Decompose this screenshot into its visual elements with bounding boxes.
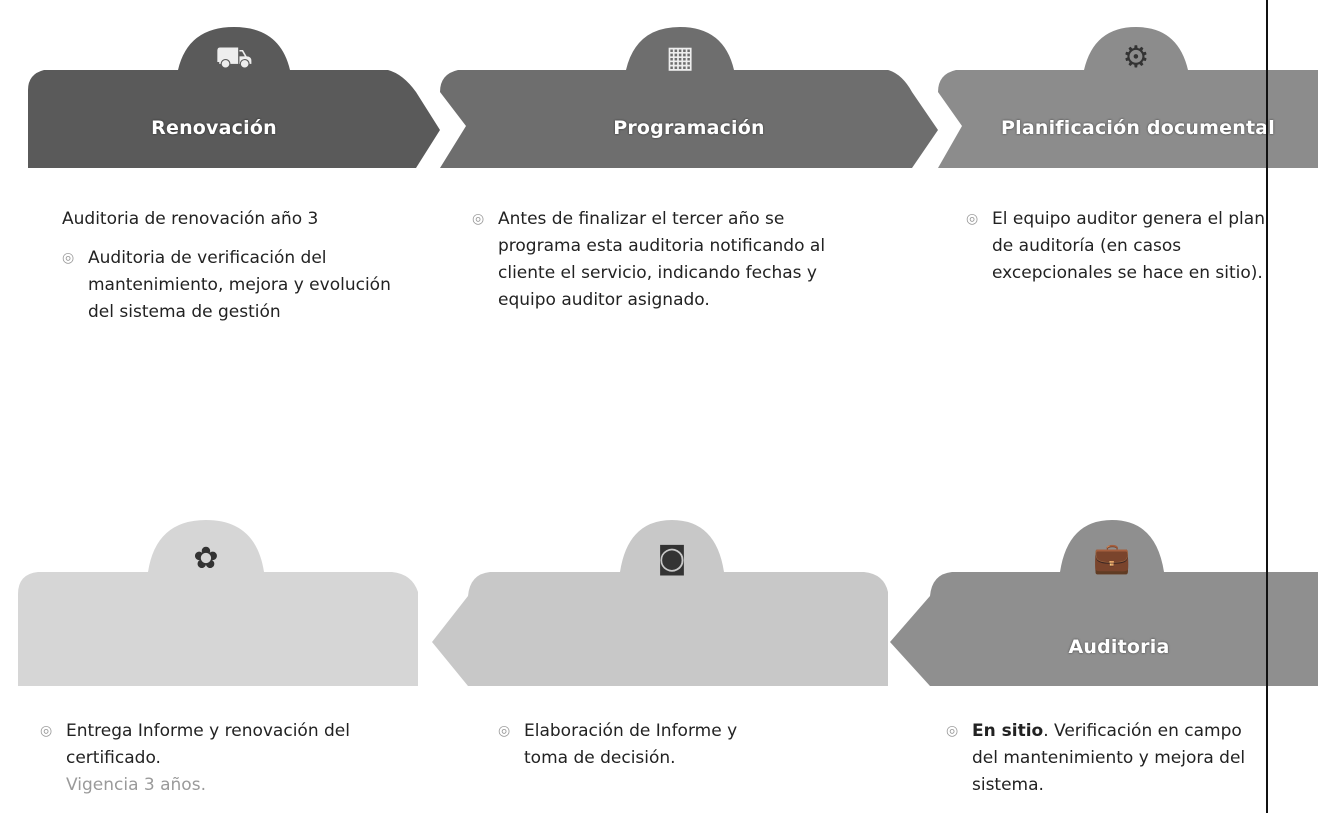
banner-shape — [432, 520, 888, 686]
list-item: ◎ Antes de finalizar el tercer año se pr… — [472, 206, 852, 314]
bullet-text: Antes de finalizar el tercer año se prog… — [498, 209, 826, 310]
bullet-icon: ◎ — [62, 250, 75, 266]
step-text-renovacion: Auditoria de renovación año 3 ◎ Auditori… — [62, 206, 402, 326]
step-text-planificacion: ◎ El equipo auditor genera el plan de au… — [966, 206, 1290, 287]
bullet-icon: ◎ — [40, 723, 53, 739]
banner-title: Programación — [613, 117, 765, 139]
banner-entrega: ✿ — [0, 508, 418, 686]
step-text-elaboracion: ◎ Elaboración de Informe y toma de decis… — [498, 718, 778, 772]
bullet-text: El equipo auditor genera el plan de audi… — [992, 209, 1265, 283]
list-item: ◎ El equipo auditor genera el plan de au… — [966, 206, 1290, 287]
banner-shape — [18, 520, 418, 686]
gear-icon: ⚙ — [1122, 40, 1150, 75]
bullet-icon: ◎ — [498, 723, 511, 739]
bullet-icon: ◎ — [472, 211, 485, 227]
banner-shape — [890, 520, 1318, 686]
bullet-rest: . Verificación en campo del mantenimient… — [972, 721, 1246, 795]
banner-title: Planificación documental — [1000, 117, 1275, 139]
step-text-entrega: ◎ Entrega Informe y renovación del certi… — [40, 718, 380, 799]
bullet-icon: ◎ — [966, 211, 979, 227]
banner-elaboracion: ◙ — [432, 508, 900, 686]
banner-planificacion: ⚙ Planificación documental — [938, 22, 1318, 168]
truck-icon: ⛟ — [215, 40, 253, 75]
briefcase-icon: 💼 — [1093, 541, 1131, 576]
award-icon: ✿ — [193, 541, 219, 576]
report-icon: ◙ — [657, 541, 687, 576]
banner-shape — [440, 27, 938, 168]
step-text-programacion: ◎ Antes de finalizar el tercer año se pr… — [472, 206, 852, 314]
bullet-text: Auditoria de verificación del mantenimie… — [88, 248, 391, 322]
banner-shape — [938, 27, 1318, 168]
divider-line — [1266, 0, 1268, 813]
bullet-bold: En sitio — [972, 721, 1044, 741]
banner-shape — [28, 27, 440, 168]
banner-title: Renovación — [151, 117, 277, 139]
bullet-text: En sitio. Verificación en campo del mant… — [972, 718, 1246, 799]
step-heading: Auditoria de renovación año 3 — [62, 209, 319, 229]
banner-title: Auditoria — [1068, 636, 1170, 658]
banner-auditoria: 💼 Auditoria — [890, 508, 1318, 686]
step-text-auditoria: ◎ En sitio. Verificación en campo del ma… — [946, 718, 1246, 799]
bullet-icon: ◎ — [946, 723, 959, 739]
banner-programacion: ▦ Programación — [440, 22, 938, 168]
calendar-icon: ▦ — [665, 40, 695, 75]
list-item: ◎ Entrega Informe y renovación del certi… — [40, 718, 380, 799]
bullet-text: Entrega Informe y renovación del certifi… — [66, 718, 380, 799]
list-item: ◎ Auditoria de verificación del mantenim… — [62, 245, 402, 326]
bullet-main: Entrega Informe y renovación del certifi… — [66, 721, 350, 768]
banner-renovacion: ⛟ Renovación — [28, 22, 440, 168]
bullet-text: Elaboración de Informe y toma de decisió… — [524, 721, 738, 768]
list-item: ◎ En sitio. Verificación en campo del ma… — [946, 718, 1246, 799]
list-item: ◎ Elaboración de Informe y toma de decis… — [498, 718, 778, 772]
validity-note: Vigencia 3 años. — [66, 775, 206, 795]
